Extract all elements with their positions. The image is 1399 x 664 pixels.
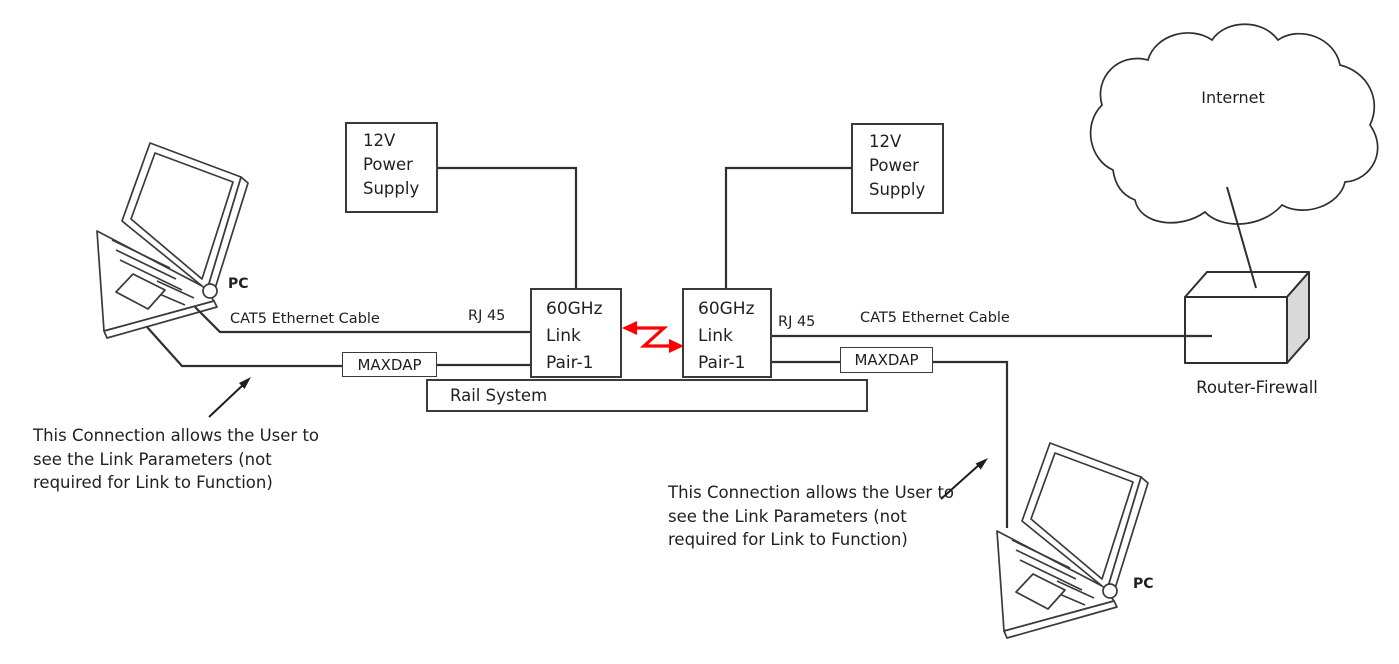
power-supply-left-line1: 12V: [363, 131, 396, 150]
maxdap-cable-right-b: [933, 360, 1009, 528]
link-unit-right-line3: Pair-1: [698, 353, 746, 373]
link-unit-left-box: 60GHz Link Pair-1: [530, 288, 622, 378]
cat5-cable-left: [194, 306, 530, 334]
note-arrow-left-icon: [208, 377, 251, 418]
note-left-line1: This Connection allows the: [33, 426, 255, 445]
link-unit-right-line2: Link: [698, 326, 733, 346]
note-right-line4: Link to Function): [770, 530, 908, 549]
maxdap-right-label: MAXDAP: [854, 351, 919, 369]
router-firewall-label: Router-Firewall: [1196, 378, 1318, 397]
rail-system-box: Rail System: [426, 379, 868, 412]
cat5-label-right: CAT5 Ethernet Cable: [860, 310, 1010, 326]
power-supply-right-box: 12V Power Supply: [851, 123, 944, 214]
rail-system-label: Rail System: [450, 386, 548, 405]
note-right-line1: This Connection allows the: [668, 483, 890, 502]
power-cable-left: [438, 166, 578, 288]
power-supply-right-line2: Power: [869, 156, 919, 175]
rj45-label-right: RJ 45: [778, 314, 816, 330]
internet-cable: [1226, 186, 1257, 289]
maxdap-left-box: MAXDAP: [342, 352, 437, 377]
maxdap-right-box: MAXDAP: [840, 347, 933, 373]
note-left-line4: Link to Function): [135, 473, 273, 492]
router-firewall-icon: [1184, 271, 1310, 364]
maxdap-cable-left-a: [146, 326, 342, 368]
note-left: This Connection allows the User to see t…: [33, 424, 323, 495]
power-supply-left-line3: Supply: [363, 179, 420, 198]
pc-label-right: PC: [1133, 576, 1154, 592]
power-supply-left-box: 12V Power Supply: [345, 122, 438, 213]
link-unit-left-line2: Link: [546, 326, 581, 346]
link-unit-right-box: 60GHz Link Pair-1: [682, 288, 772, 378]
link-unit-left-line1: 60GHz: [546, 299, 603, 319]
link-unit-right-line1: 60GHz: [698, 299, 755, 319]
cat5-label-left: CAT5 Ethernet Cable: [230, 311, 380, 327]
laptop-left-icon: [96, 142, 249, 339]
note-left-line3: Parameters (not required for: [33, 449, 272, 493]
power-supply-left-line2: Power: [363, 155, 413, 174]
pc-label-left: PC: [228, 276, 249, 292]
power-supply-right-line1: 12V: [869, 132, 902, 151]
rj45-label-left: RJ 45: [468, 308, 506, 324]
power-cable-right: [724, 166, 851, 288]
laptop-right-icon: [996, 442, 1149, 639]
note-left-line2: User to see the Link: [33, 426, 320, 469]
note-right-line2: User to see the Link: [668, 483, 955, 526]
internet-cloud-icon: [1089, 23, 1379, 225]
wireless-link-arrow-icon: [622, 321, 684, 353]
note-arrow-right-icon: [940, 458, 988, 500]
note-right: This Connection allows the User to see t…: [668, 481, 958, 552]
note-right-line3: Parameters (not required for: [668, 506, 907, 550]
internet-label: Internet: [1201, 88, 1265, 107]
link-unit-left-line3: Pair-1: [546, 353, 594, 373]
power-supply-right-line3: Supply: [869, 180, 926, 199]
maxdap-left-label: MAXDAP: [357, 355, 422, 374]
